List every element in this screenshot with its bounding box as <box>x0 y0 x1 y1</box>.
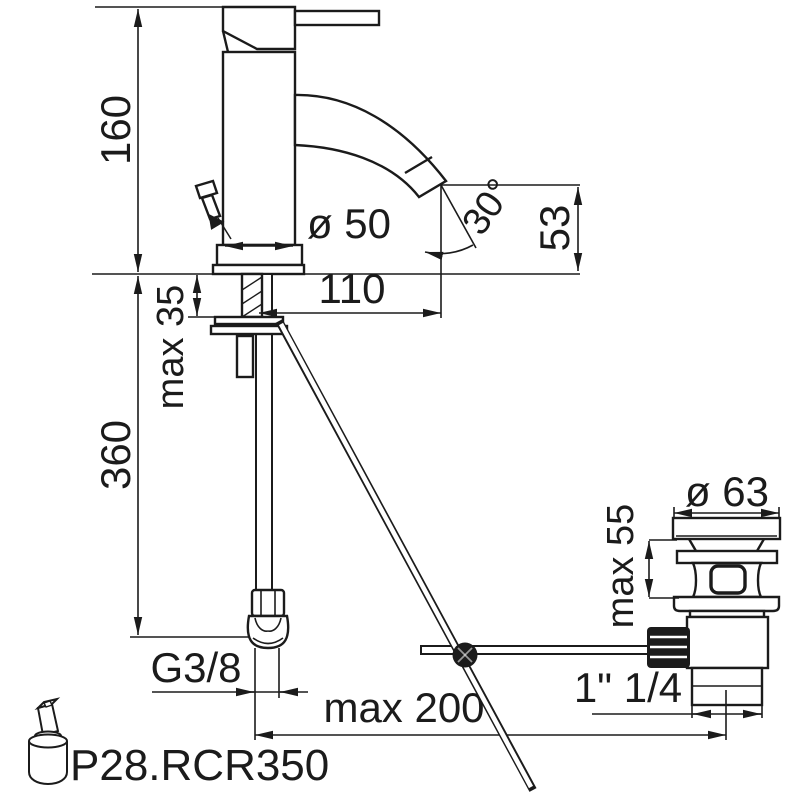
drain-assembly <box>671 516 782 707</box>
dim-diameter-50: ø 50 <box>307 200 391 247</box>
popup-knob <box>194 179 232 240</box>
dim-angle-30: 30° <box>454 172 521 243</box>
extension-lines <box>92 6 580 638</box>
dim-height-160: 160 <box>92 95 139 165</box>
dim-reach-110: 110 <box>319 265 386 312</box>
faucet-spout <box>293 93 448 199</box>
faucet-body-group <box>194 5 448 650</box>
cartridge-icon <box>28 697 68 786</box>
mounting-washer-bottom <box>209 324 289 336</box>
base-ring <box>215 243 304 267</box>
drain-knob <box>647 627 690 668</box>
base-plate <box>211 263 306 276</box>
faucet-body <box>221 50 297 247</box>
aerator-band <box>404 155 433 175</box>
dim-waste-114: 1" 1/4 <box>574 664 682 711</box>
dim-drain-max55: max 55 <box>600 504 642 629</box>
dim-rod-max200: max 200 <box>323 684 484 731</box>
drain-lower-flange <box>672 595 781 613</box>
faucet-head <box>221 5 297 51</box>
threaded-shank <box>240 272 264 319</box>
hose-connector <box>246 588 290 650</box>
dimension-lines <box>133 9 780 740</box>
drain-top-flange <box>671 516 782 541</box>
handle-lever <box>293 9 381 27</box>
dim-drain-63: ø 63 <box>685 468 769 515</box>
dim-outlet-53: 53 <box>531 205 578 252</box>
drain-body <box>685 615 770 670</box>
popup-linkage <box>275 319 690 792</box>
drain-square-hole <box>709 564 747 595</box>
mounting-washer-top <box>213 315 285 326</box>
dim-thread-g38: G3/8 <box>150 644 241 691</box>
drain-plate <box>675 549 779 565</box>
dim-deck-max35: max 35 <box>150 285 192 410</box>
dim-hose-360: 360 <box>92 420 139 490</box>
dimension-labels: 160 360 max 35 ø 50 110 30° 53 ø 63 max … <box>70 95 769 790</box>
mounting-stud <box>235 334 255 379</box>
model-code: P28.RCR350 <box>70 741 329 790</box>
pivot-ball <box>452 642 478 668</box>
